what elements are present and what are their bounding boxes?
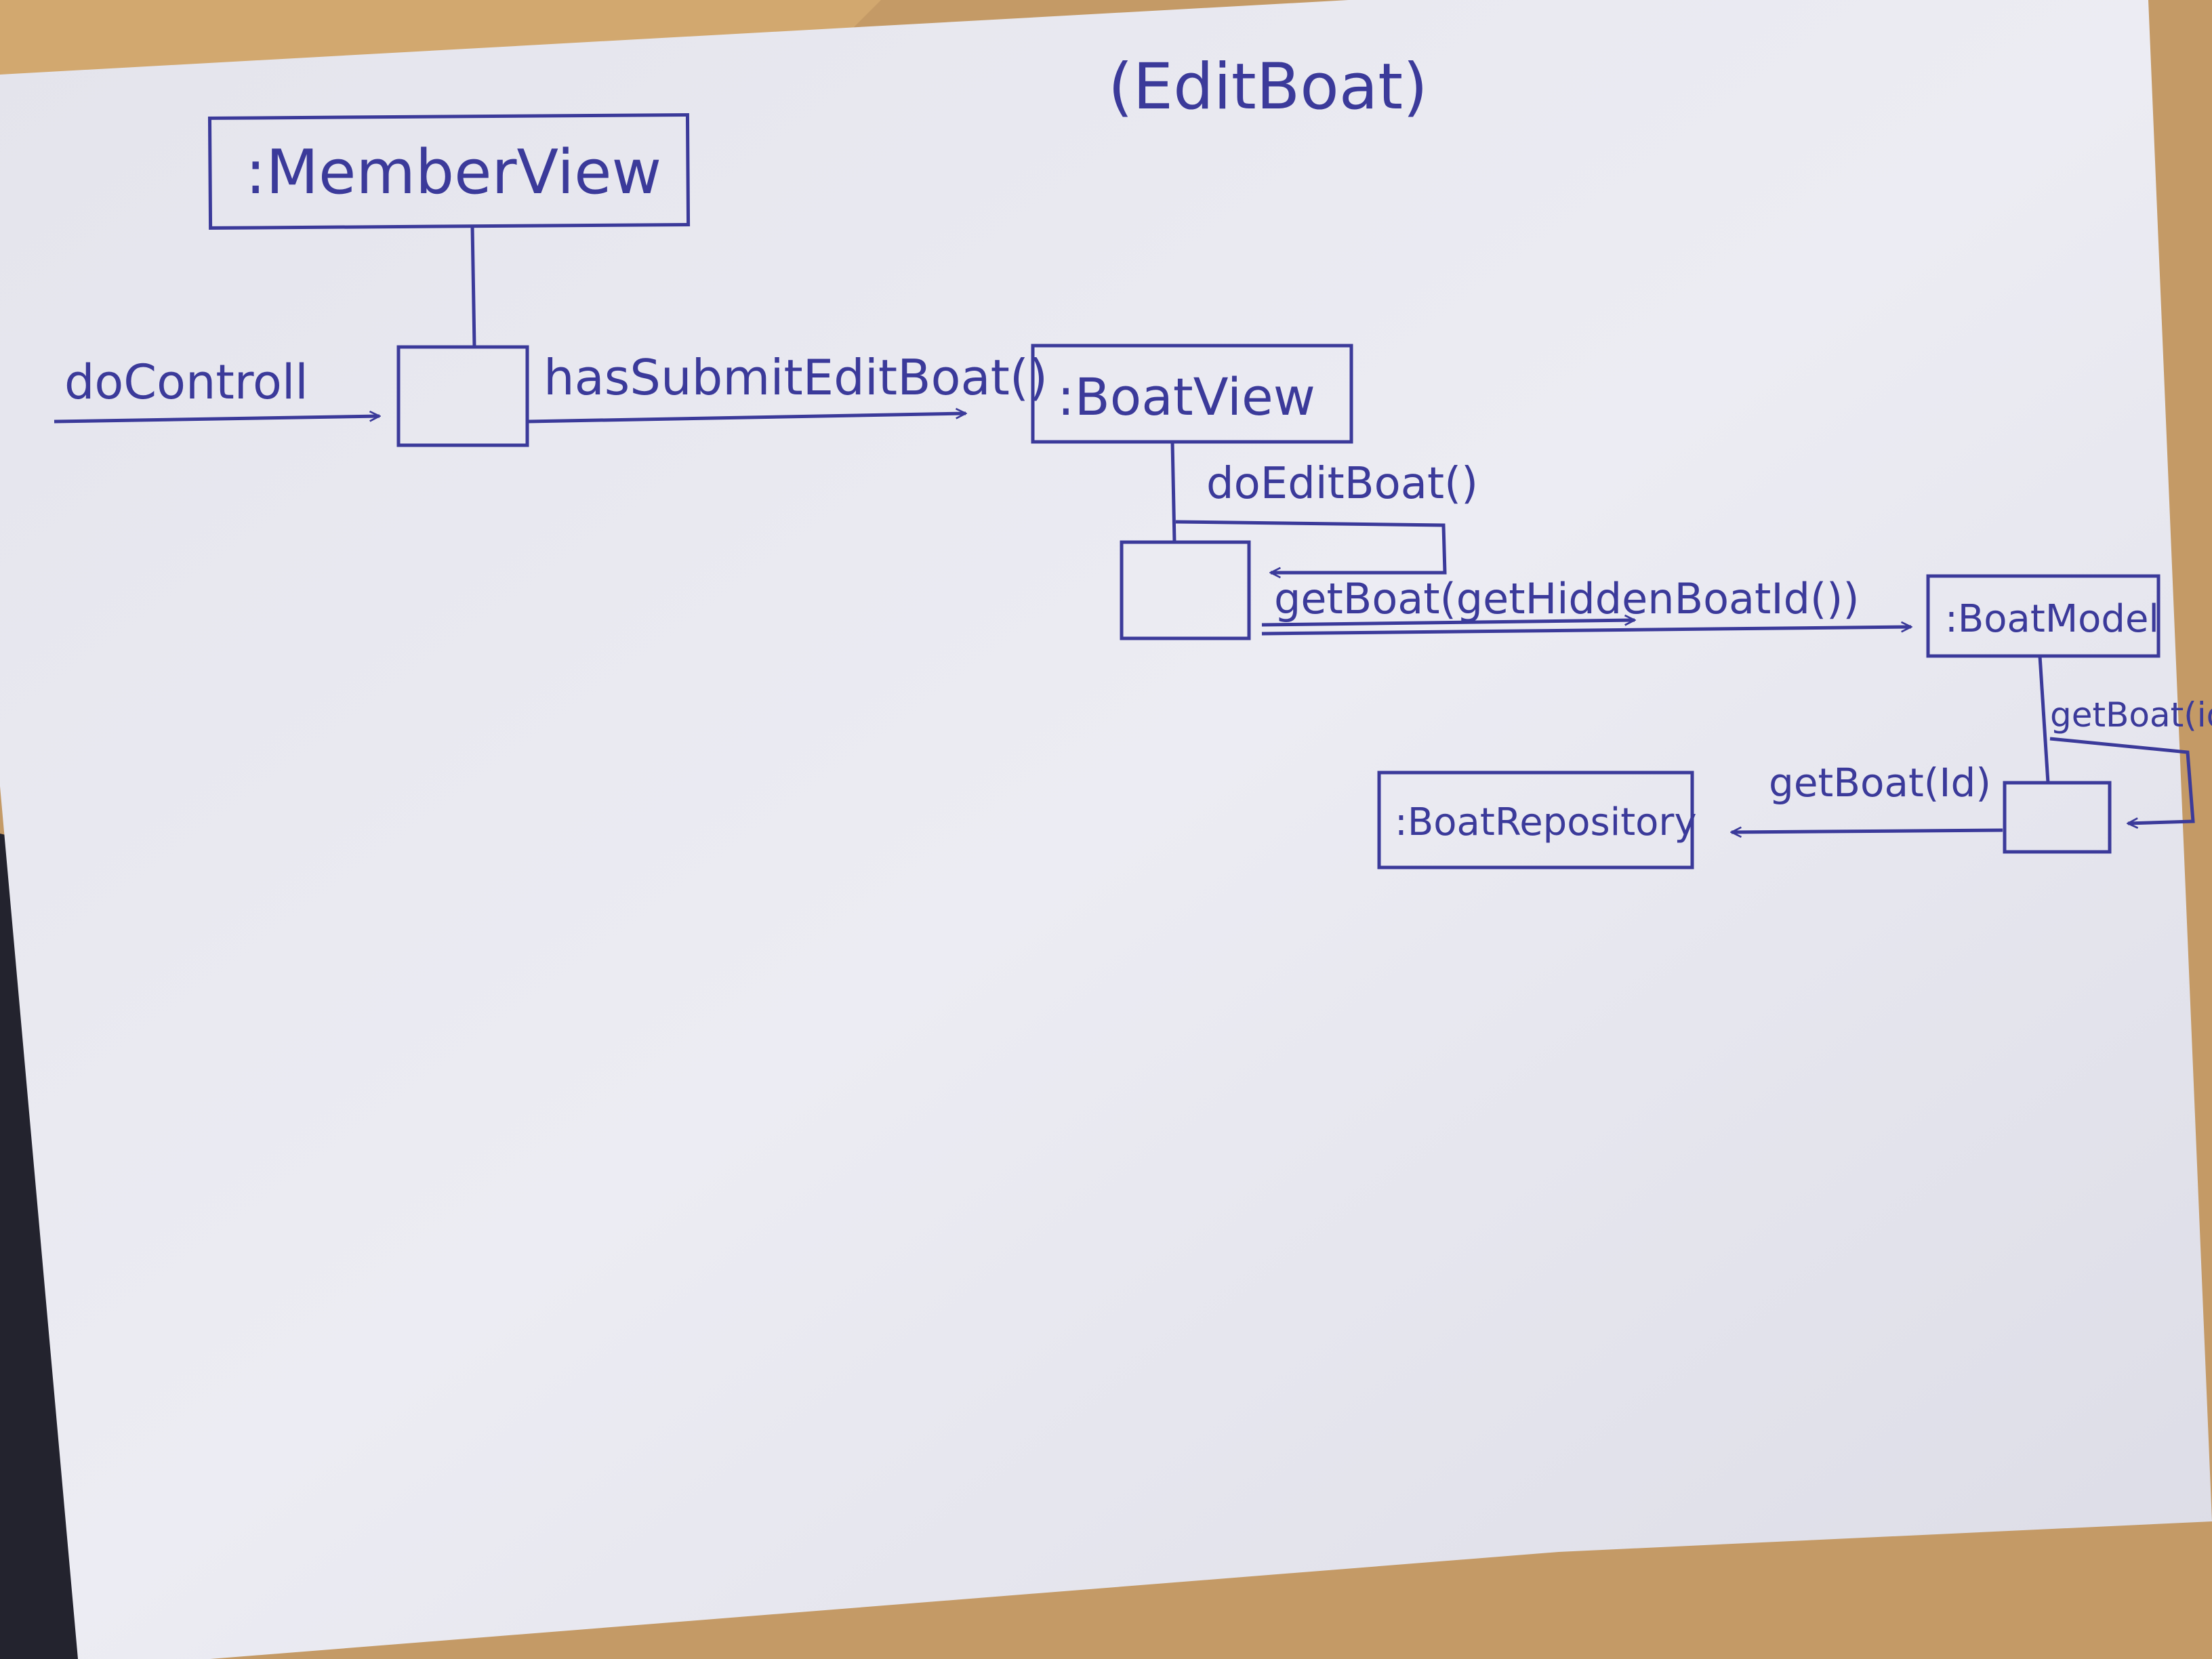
has-submit-edit-boat-label: hasSubmitEditBoat() [544, 349, 1048, 406]
lifeline-boat-view: :BoatView [1031, 344, 1353, 640]
message-get-boat-self: getBoat(id) [2049, 695, 2212, 823]
boat-model-activation [2003, 781, 2112, 854]
message-has-submit-edit-boat: hasSubmitEditBoat() [527, 349, 1048, 424]
lifeline-member-view: :MemberView [207, 113, 691, 447]
lifeline-boat-repository: :BoatRepository [1377, 771, 1697, 869]
boat-view-activation [1120, 540, 1251, 640]
boat-view-box [1031, 344, 1353, 444]
get-boat-hidden-id-arrow [1261, 627, 1911, 636]
get-boat-hidden-id-arrow-short [1261, 620, 1635, 627]
message-get-boat-repo: getBoat(Id) [1732, 760, 2003, 832]
get-boat-repo-label: getBoat(Id) [1769, 760, 1991, 806]
boat-view-lifeline [1170, 441, 1176, 543]
member-view-lifeline [470, 226, 476, 348]
boat-model-label: :BoatModel [1945, 597, 2159, 641]
member-view-activation [396, 345, 529, 447]
do-edit-boat-arrow [1175, 520, 1447, 573]
do-controll-label: doControll [64, 354, 308, 410]
diagram-title: (EditBoat) [1108, 50, 1428, 124]
member-view-label: :MemberView [245, 137, 661, 208]
member-view-box [207, 113, 691, 230]
boat-model-lifeline [2038, 655, 2050, 783]
boat-model-box [1926, 574, 2160, 658]
boat-repository-box [1377, 771, 1694, 869]
lifeline-boat-model: :BoatModel [1926, 574, 2160, 854]
get-boat-repo-arrow [1732, 830, 2003, 832]
do-controll-arrow [54, 416, 380, 424]
do-edit-boat-label: doEditBoat() [1206, 459, 1478, 509]
boat-view-label: :BoatView [1057, 367, 1315, 427]
get-boat-hidden-id-label: getBoat(getHiddenBoatId()) [1274, 574, 1860, 623]
table-edge-top [0, 0, 881, 75]
boat-repository-label: :BoatRepository [1395, 800, 1697, 844]
get-boat-self-arrow [2049, 737, 2195, 823]
message-do-edit-boat: doEditBoat() [1175, 459, 1478, 573]
has-submit-edit-boat-arrow [527, 413, 966, 424]
message-do-controll: doControll [54, 354, 380, 424]
message-get-boat-hidden-id: getBoat(getHiddenBoatId()) [1261, 574, 1911, 636]
get-boat-self-label: getBoat(id) [2050, 695, 2212, 735]
